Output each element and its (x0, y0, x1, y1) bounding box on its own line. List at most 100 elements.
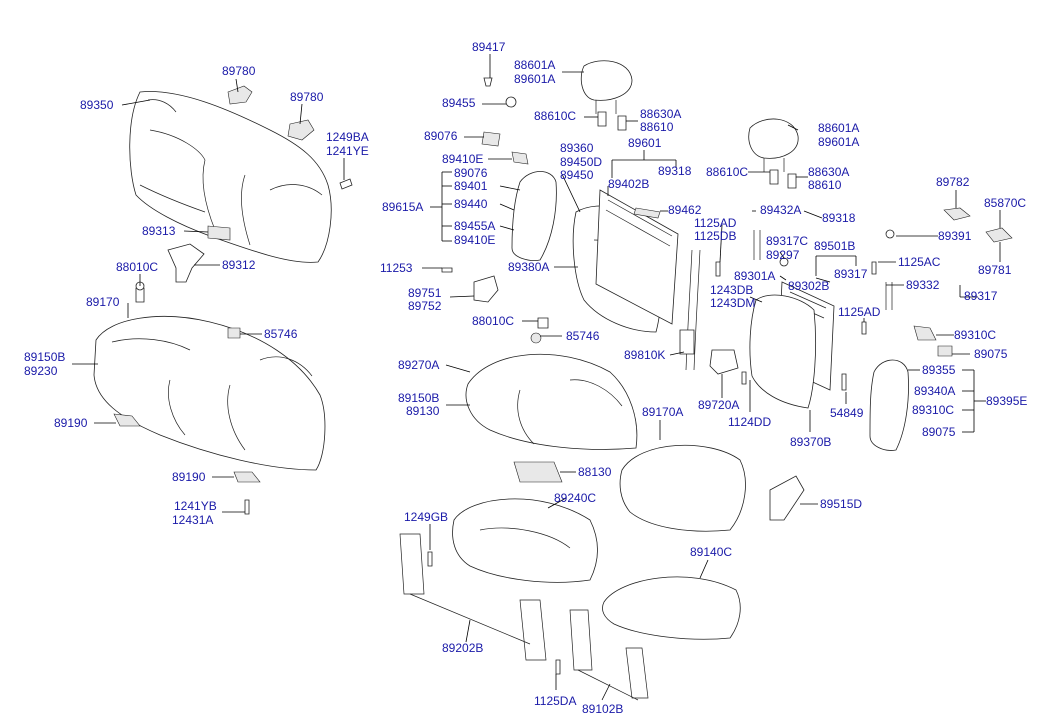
label-89751: 89751 (408, 286, 442, 300)
leader-lines (72, 54, 1001, 701)
clip-89780-a (227, 85, 253, 105)
label-89780-b: 89780 (290, 90, 324, 104)
label-89318-b: 89318 (822, 211, 856, 225)
label-1125db: 1125DB (694, 229, 736, 243)
label-89391: 89391 (938, 229, 972, 243)
guide-88610c-b (769, 169, 779, 185)
label-88630a-b: 88630A (808, 165, 849, 179)
bolt-88010c-b (537, 317, 549, 329)
bracket-89102b (569, 609, 649, 701)
clip-89781 (985, 227, 1013, 243)
label-89515d: 89515D (820, 497, 862, 511)
clip-89190-b (233, 471, 261, 483)
label-89380a: 89380A (508, 260, 549, 274)
label-89350: 89350 (80, 98, 114, 112)
label-89780-a: 89780 (222, 64, 256, 78)
label-88601a-b: 88601A (818, 121, 859, 135)
label-88601a-a: 88601A (514, 58, 555, 72)
bracket-89515d (769, 475, 805, 521)
bolt-1125da (555, 659, 561, 675)
label-89202b: 89202B (442, 641, 483, 655)
label-88010c-a: 88010C (116, 260, 158, 274)
label-89455: 89455 (442, 96, 476, 110)
label-88610-b: 88610 (808, 178, 842, 192)
label-1243db: 1243DB (710, 283, 753, 297)
label-89332: 89332 (906, 278, 940, 292)
rear-seat-cushion (93, 316, 326, 471)
label-89395e: 89395E (986, 394, 1027, 408)
clip-89782 (943, 207, 971, 221)
label-89781: 89781 (978, 263, 1012, 277)
label-89075-a: 89075 (974, 347, 1008, 361)
label-89230: 89230 (24, 364, 58, 378)
seat-belt-89810k (679, 249, 701, 371)
label-89190-b: 89190 (172, 470, 206, 484)
headrest-88601a-a (580, 60, 633, 114)
clip-89780-b (287, 119, 315, 141)
label-89462: 89462 (668, 203, 702, 217)
label-89432a: 89432A (760, 203, 801, 217)
label-1124dd: 1124DD (728, 415, 771, 429)
clip-89410e-a (511, 151, 529, 165)
label-89810k: 89810K (624, 348, 665, 362)
label-89402b: 89402B (608, 177, 649, 191)
rod-89332 (885, 282, 893, 310)
label-88130: 88130 (578, 465, 612, 479)
side-bolster-89615a (511, 171, 557, 261)
label-89312: 89312 (222, 258, 256, 272)
clip-89075 (937, 345, 953, 357)
label-89455a: 89455A (454, 219, 495, 233)
label-1241yb: 1241YB (174, 499, 217, 513)
label-89102b: 89102B (582, 702, 623, 716)
guide-88610c-a (597, 111, 607, 127)
bolt-1241yb (244, 499, 250, 515)
guide-88630a-a (617, 115, 627, 131)
label-89360: 89360 (560, 141, 594, 155)
rod-89317c (753, 230, 761, 260)
side-bolster-89395e (869, 359, 909, 451)
bumper-85746-b (530, 332, 542, 344)
label-88610-a: 88610 (640, 120, 674, 134)
label-89170: 89170 (86, 295, 120, 309)
label-89270a: 89270A (398, 358, 439, 372)
label-89301a: 89301A (734, 269, 775, 283)
bolt-1249ba (339, 178, 353, 190)
label-89317-b: 89317 (964, 289, 998, 303)
label-89076-b: 89076 (454, 166, 488, 180)
label-89297: 89297 (766, 248, 800, 262)
buckle-89720a (709, 349, 739, 375)
label-89130: 89130 (406, 404, 440, 418)
guide-88630a-b (787, 173, 797, 189)
label-89410e-a: 89410E (442, 152, 483, 166)
rear-seat-back-cushion (129, 91, 332, 263)
label-88630a-a: 88630A (640, 107, 681, 121)
part-labels: 89780 89780 89350 1249BA 1241YE 89313 89… (24, 40, 1027, 716)
label-89150b-a: 89150B (24, 350, 65, 364)
label-89317-a: 89317 (834, 267, 868, 281)
clip-89455 (505, 96, 517, 108)
label-54849: 54849 (830, 406, 864, 420)
label-89410e-b: 89410E (454, 233, 495, 247)
label-89302b: 89302B (788, 279, 829, 293)
label-88610c-a: 88610C (534, 109, 576, 123)
label-89370b: 89370B (790, 435, 831, 449)
label-89601a-b: 89601A (818, 135, 859, 149)
label-1241ye: 1241YE (326, 144, 369, 158)
label-89170a: 89170A (642, 405, 683, 419)
label-1125ad-b: 1125AD (838, 305, 881, 319)
label-85746-b: 85746 (566, 329, 600, 343)
bracket-89313 (207, 225, 231, 241)
label-85746-a: 85746 (264, 327, 298, 341)
label-89720a: 89720A (698, 398, 739, 412)
seat-back-frame-89402b (595, 189, 679, 325)
lever-89462 (633, 207, 661, 219)
bolt-89391 (885, 229, 895, 239)
cushion-frame-89140c (602, 576, 741, 640)
headrest-88601a-b (748, 118, 799, 172)
label-89318-a: 89318 (658, 164, 692, 178)
label-1243dm: 1243DM (710, 296, 755, 310)
label-89075-b: 89075 (922, 425, 956, 439)
label-89310c-a: 89310C (954, 328, 996, 342)
label-89340a: 89340A (914, 384, 955, 398)
